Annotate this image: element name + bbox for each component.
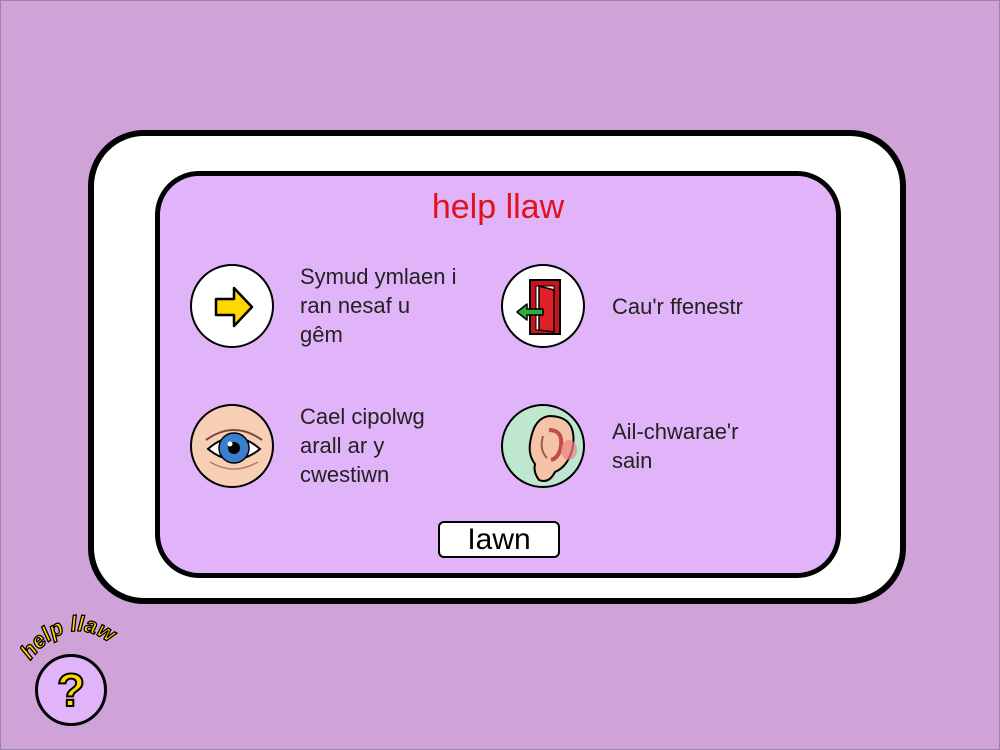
question-mark-icon: ? — [56, 663, 86, 717]
eye-icon — [190, 404, 274, 488]
arrow-right-icon — [190, 264, 274, 348]
ok-button[interactable]: Iawn — [438, 521, 560, 558]
label-line: Symud ymlaen i — [300, 264, 457, 289]
close-window-label: Cau'r ffenestr — [612, 292, 743, 321]
dialog-title: help llaw — [431, 188, 565, 226]
help-badge-logo: help llaw — [20, 610, 122, 664]
replay-sound-label: Ail-chwarae'r sain — [612, 417, 738, 475]
label-line: cwestiwn — [300, 462, 390, 487]
label-line: gêm — [300, 322, 343, 347]
help-button[interactable]: ? — [35, 654, 107, 726]
label-line: ran nesaf u — [300, 293, 411, 318]
dialog-inner-panel — [155, 171, 841, 578]
label-line: Ail-chwarae'r — [612, 419, 739, 444]
next-part-label: Symud ymlaen i ran nesaf u gêm — [300, 262, 457, 349]
label-line: Cael cipolwg — [300, 404, 425, 429]
exit-door-icon — [501, 264, 585, 348]
label-line: sain — [612, 448, 653, 473]
label-line: arall ar y — [300, 433, 385, 458]
ear-icon — [501, 404, 585, 488]
look-again-label: Cael cipolwg arall ar y cwestiwn — [300, 402, 425, 489]
label-line: Cau'r ffenestr — [612, 294, 743, 319]
